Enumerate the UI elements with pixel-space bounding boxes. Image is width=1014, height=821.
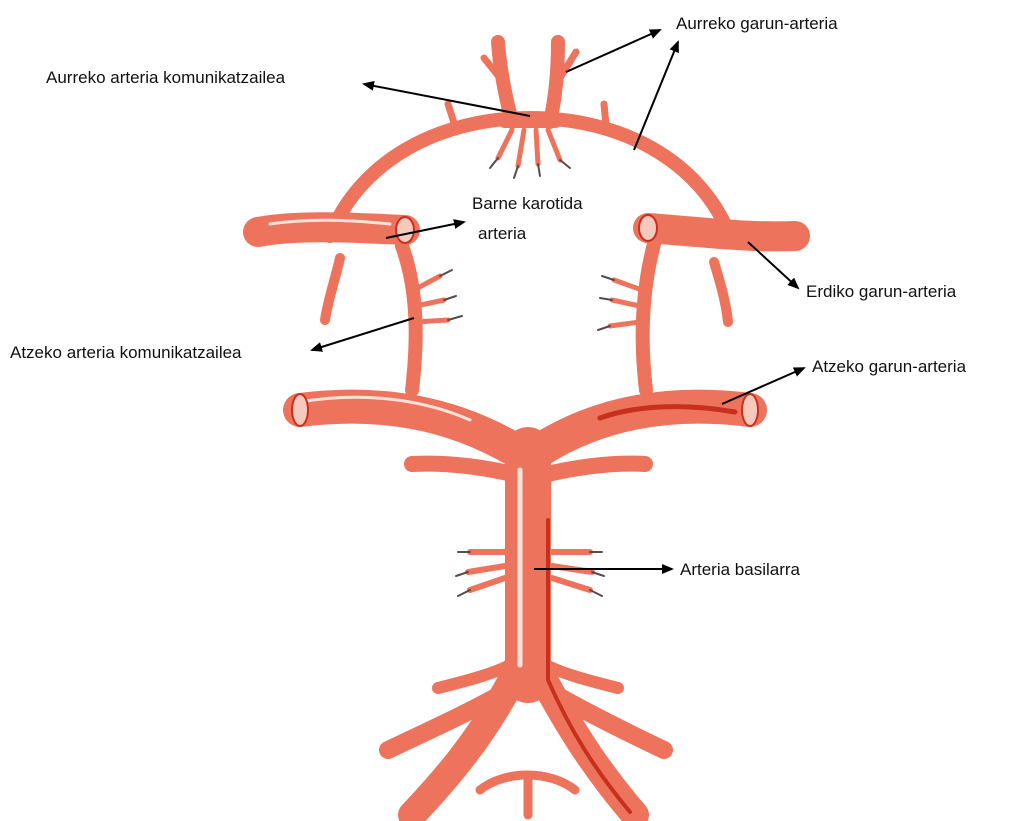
- middle-cerebral-left: [258, 227, 405, 232]
- anterior-cerebral-right-stem: [550, 42, 558, 122]
- acom-twig-3: [536, 130, 538, 164]
- label-posterior-communicating: Atzeko arteria komunikatzailea: [10, 343, 242, 363]
- acom-twig-2: [518, 130, 524, 166]
- pcom-right: [643, 244, 654, 390]
- label-posterior-cerebral: Atzeko garun-arteria: [812, 357, 966, 377]
- posterior-cerebral-left: [300, 407, 515, 450]
- posterior-cerebral-right: [540, 407, 750, 450]
- arteries: [258, 42, 795, 815]
- acom-twig-1: [498, 130, 512, 158]
- label-basilar: Arteria basilarra: [680, 560, 800, 580]
- mca-right-branch: [714, 262, 728, 322]
- pcom-twig-right-2: [612, 300, 640, 306]
- pontine-right-3: [552, 578, 590, 590]
- pcom-twig-right-3: [610, 322, 640, 326]
- label-internal-carotid-line1: Barne karotida: [472, 194, 583, 214]
- mca-left-branch: [325, 258, 340, 320]
- acom-twig-4: [548, 130, 560, 160]
- label-internal-carotid-line2: arteria: [478, 224, 526, 244]
- pontine-left-2: [468, 566, 505, 572]
- carotid-opening-right: [639, 215, 657, 241]
- pca-opening-left: [292, 394, 308, 426]
- pcom-twig-left-3: [416, 320, 448, 322]
- label-anterior-cerebral: Aurreko garun-arteria: [676, 14, 838, 34]
- superior-cerebellar-left: [412, 464, 520, 476]
- superior-cerebellar-right: [540, 464, 645, 476]
- pca-opening-right: [742, 394, 758, 426]
- carotid-opening-left: [396, 217, 414, 243]
- pcom-twig-right-1: [614, 280, 642, 290]
- anterior-spinal-loop: [480, 775, 575, 815]
- acom-branch-left2: [448, 104, 455, 126]
- acom-branch-right2: [604, 104, 606, 126]
- pontine-left-3: [470, 578, 505, 590]
- arrow-anterior-cerebral-1: [566, 30, 660, 72]
- label-middle-cerebral: Erdiko garun-arteria: [806, 282, 956, 302]
- middle-cerebral-right: [648, 228, 795, 236]
- label-anterior-communicating: Aurreko arteria komunikatzailea: [46, 68, 285, 88]
- arrow-anterior-cerebral-2: [634, 42, 678, 150]
- arrow-posterior-cerebral: [722, 368, 804, 404]
- vertebral-left: [412, 680, 512, 815]
